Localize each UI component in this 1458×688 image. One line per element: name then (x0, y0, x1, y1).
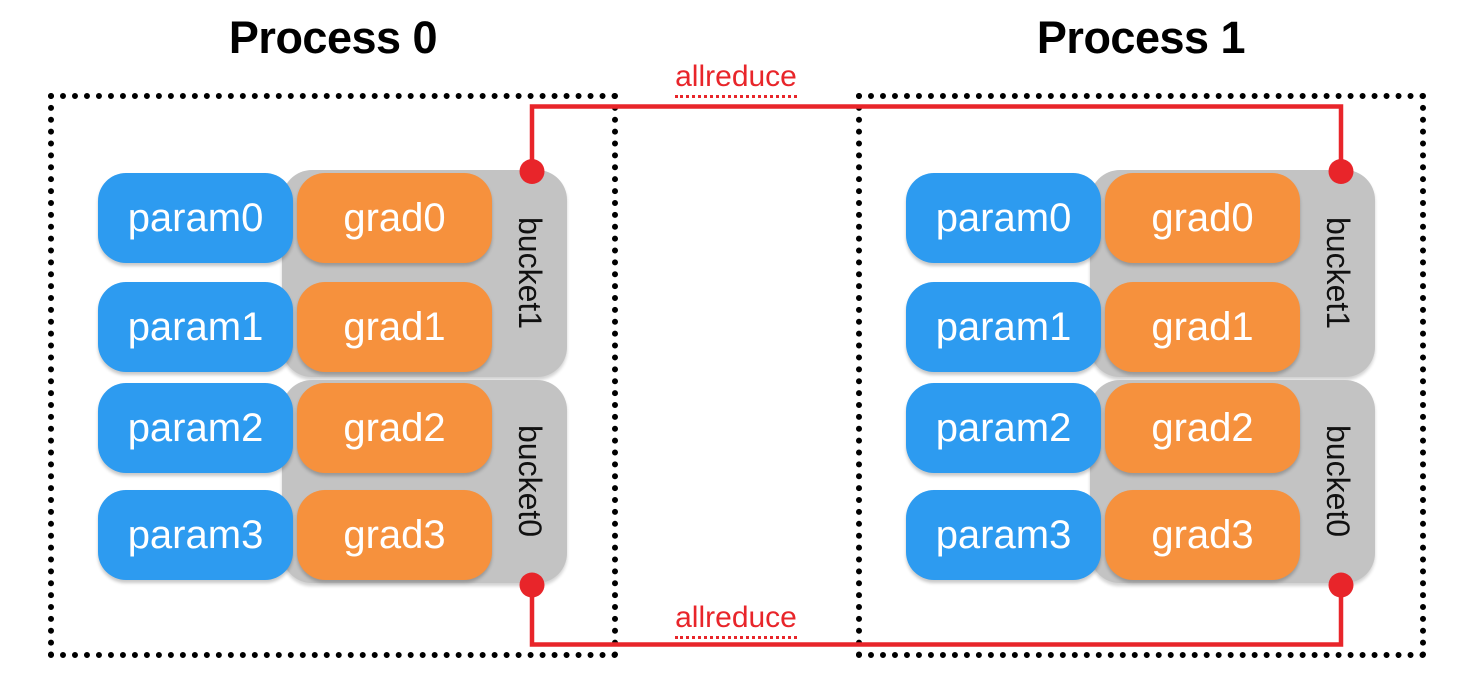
allreduce-label-top: allreduce (656, 60, 816, 98)
process-0-grad2-block: grad2 (297, 383, 492, 473)
process-1-grad0-block: grad0 (1105, 173, 1300, 263)
allreduce-label-bottom: allreduce (656, 601, 816, 639)
process-0-param0-block: param0 (98, 173, 293, 263)
process-0-dotted-border (48, 93, 618, 658)
process-1-grad3-block: grad3 (1105, 490, 1300, 580)
process-1-grad2-block: grad2 (1105, 383, 1300, 473)
process-0-grad3-block: grad3 (297, 490, 492, 580)
process-0-param2-block: param2 (98, 383, 293, 473)
allreduce-label-top-text: allreduce (675, 60, 797, 98)
process-0-title: Process 0 (228, 12, 438, 63)
process-1-dotted-border (856, 93, 1426, 658)
allreduce-label-bottom-text: allreduce (675, 601, 797, 639)
process-1-param3-block: param3 (906, 490, 1101, 580)
process-0-box: bucket1 bucket0 param0 grad0 param1 grad… (48, 93, 618, 658)
process-1-param2-block: param2 (906, 383, 1101, 473)
process-1-param1-block: param1 (906, 282, 1101, 372)
process-1-box: bucket1 bucket0 param0 grad0 param1 grad… (856, 93, 1426, 658)
process-1-bucket0-label: bucket0 (1320, 425, 1356, 538)
process-1-bucket1-label: bucket1 (1320, 217, 1356, 330)
process-0-param3-block: param3 (98, 490, 293, 580)
process-1-title: Process 1 (1036, 12, 1246, 63)
process-0-bucket1-label: bucket1 (512, 217, 548, 330)
process-0-grad1-block: grad1 (297, 282, 492, 372)
process-0-param1-block: param1 (98, 282, 293, 372)
process-1-grad1-block: grad1 (1105, 282, 1300, 372)
process-0-bucket0-label: bucket0 (512, 425, 548, 538)
process-1-param0-block: param0 (906, 173, 1101, 263)
process-0-grad0-block: grad0 (297, 173, 492, 263)
